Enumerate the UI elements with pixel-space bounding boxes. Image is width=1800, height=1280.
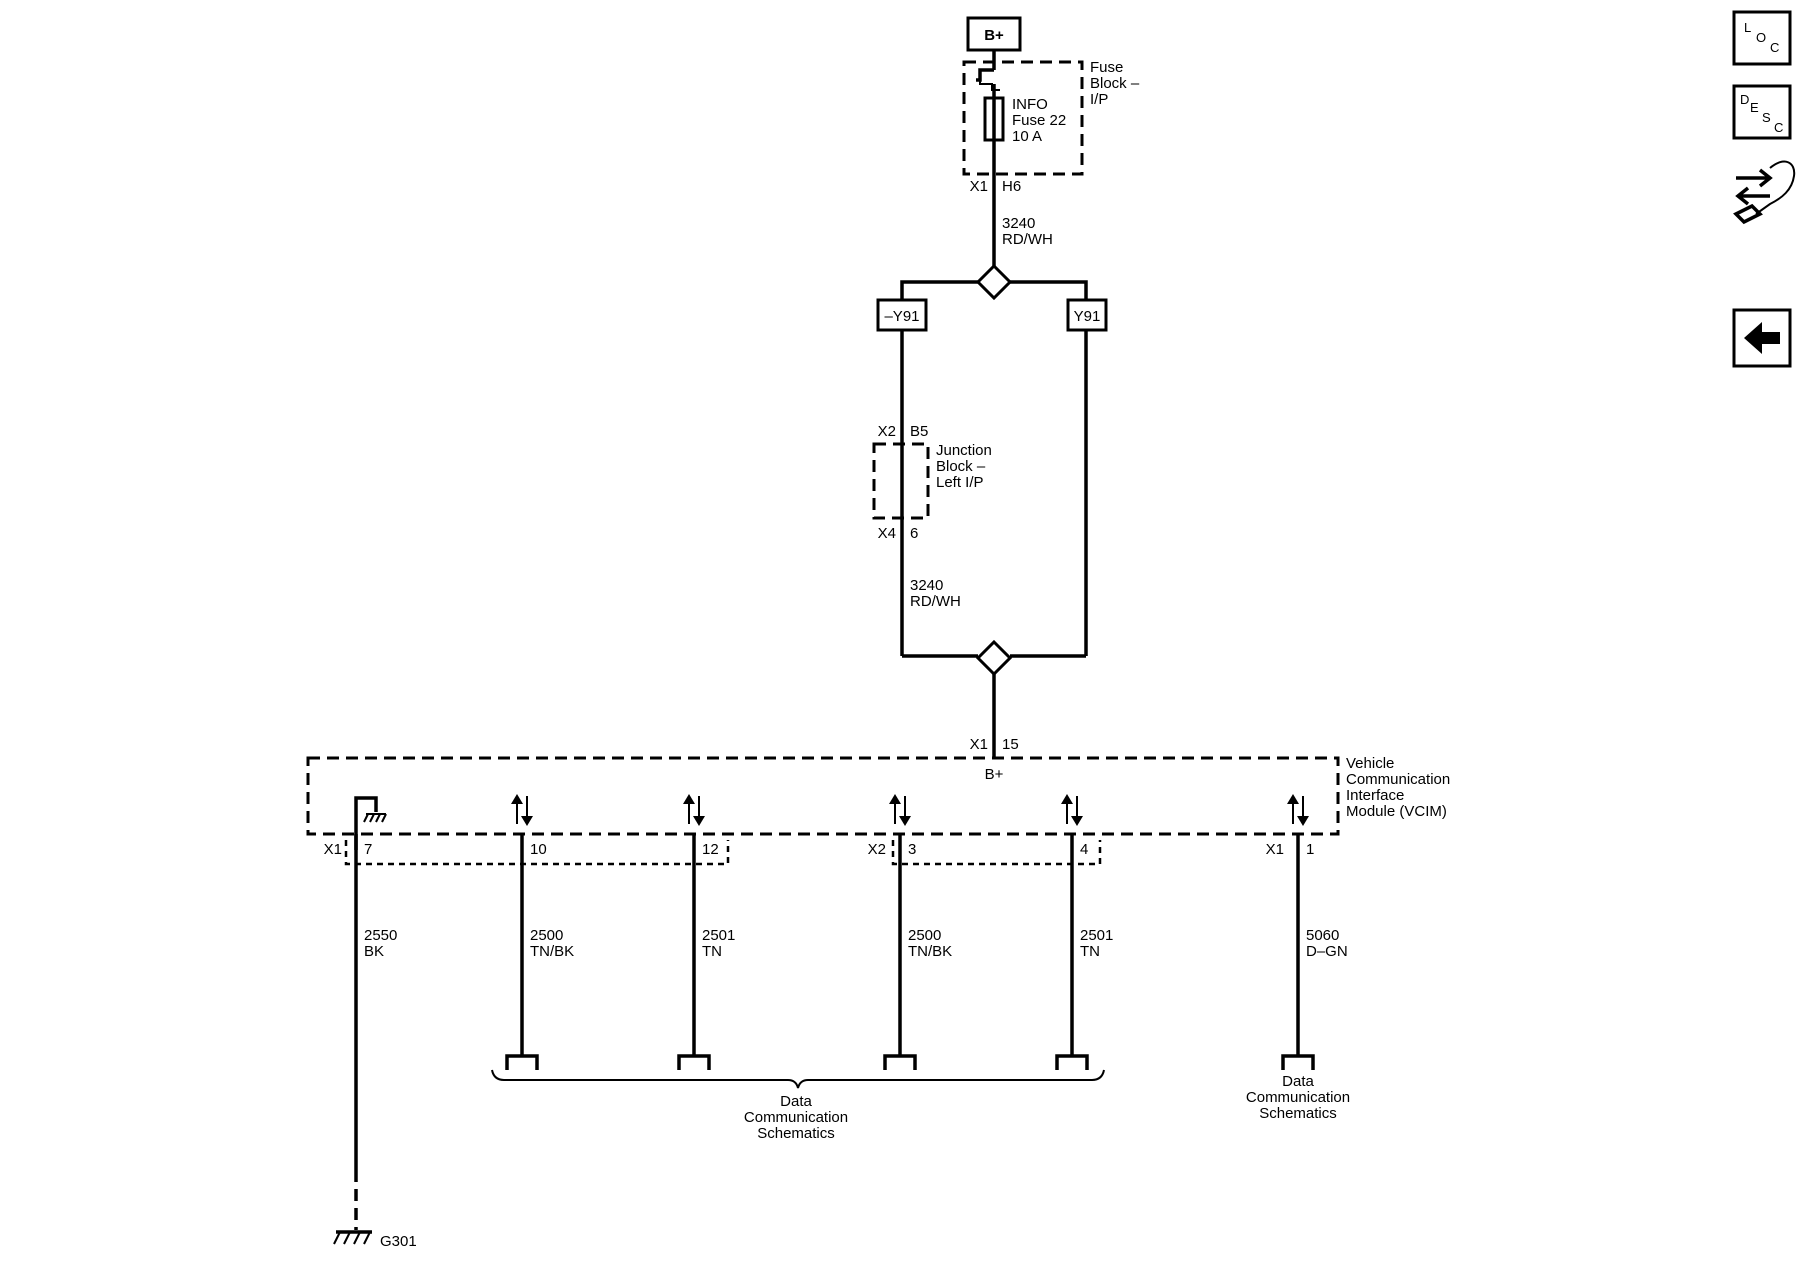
vcim-title-4: Module (VCIM): [1346, 803, 1447, 820]
battery-supply: B+: [966, 16, 1022, 52]
fuse-number: Fuse 22: [1012, 112, 1066, 129]
pin-number-label: 1: [1306, 841, 1314, 858]
description-button-letter-1: D: [1740, 92, 1749, 107]
vcim-title-2: Communication: [1346, 771, 1450, 788]
wire-color-code: D–GN: [1306, 943, 1348, 960]
junction-title-1: Junction: [936, 442, 992, 459]
location-button-letter-2: O: [1756, 30, 1766, 45]
location-button-letter-1: L: [1744, 20, 1751, 35]
pin-number-label: 7: [364, 841, 372, 858]
vcim-supply-pin: 15: [1002, 736, 1019, 753]
schematic-ref-single-line-3[interactable]: Schematics: [1259, 1105, 1337, 1122]
description-button[interactable]: D E S C: [1732, 84, 1792, 140]
option-right-label: Y91: [1074, 308, 1101, 325]
wire-color-code: BK: [364, 943, 384, 960]
fuse-block-pin: H6: [1002, 178, 1021, 195]
fuse-block-connector: X1: [970, 178, 988, 195]
internal-ground-icon: [354, 796, 387, 850]
vcim-module: B+ Vehicle Communication Interface Modul…: [306, 755, 1450, 850]
fuse-block-title-1: Fuse: [1090, 59, 1123, 76]
fuse-block: INFO Fuse 22 10 A Fuse Block – I/P: [962, 59, 1140, 176]
ground-label: G301: [380, 1233, 417, 1250]
wire-circuit-number: 2501: [1080, 927, 1113, 944]
upper-wire-circuit: 3240: [1002, 215, 1035, 232]
wire-color-code: TN/BK: [530, 943, 574, 960]
wire-circuit-number: 2500: [908, 927, 941, 944]
pin-connector-label: X1: [324, 841, 342, 858]
option-left-label: –Y91: [884, 308, 919, 325]
schematic-ref-group-line-2[interactable]: Communication: [744, 1109, 848, 1126]
repair-procedure-icon[interactable]: [1733, 160, 1796, 225]
option-left-box: –Y91: [876, 298, 928, 332]
vcim-title-1: Vehicle: [1346, 755, 1394, 772]
pin-number-label: 12: [702, 841, 719, 858]
ground-icon: [333, 1230, 372, 1245]
pin-number-label: 10: [530, 841, 547, 858]
pin-connector-label: X1: [1266, 841, 1284, 858]
wire-color-code: TN/BK: [908, 943, 952, 960]
pin-connector-label: X2: [868, 841, 886, 858]
vcim-title-3: Interface: [1346, 787, 1404, 804]
wire-circuit-number: 2550: [364, 927, 397, 944]
fuse-name: INFO: [1012, 96, 1048, 113]
junction-block: [872, 442, 930, 520]
option-right-box: Y91: [1066, 298, 1108, 332]
junction-title-2: Block –: [936, 458, 986, 475]
pin-number-label: 4: [1080, 841, 1088, 858]
wire-circuit-number: 2501: [702, 927, 735, 944]
junction-bottom-connector: X4: [878, 525, 896, 542]
bidirectional-arrow-icon: [683, 794, 705, 826]
lower-splice: [975, 639, 1013, 677]
battery-supply-label: B+: [984, 27, 1004, 44]
description-button-letter-2: E: [1750, 100, 1759, 115]
connector-terminal-icon: [1281, 1054, 1315, 1070]
wire-color-code: TN: [1080, 943, 1100, 960]
bidirectional-arrow-icon: [1287, 794, 1309, 826]
bidirectional-arrow-icon: [1061, 794, 1083, 826]
bidirectional-arrow-icon: [889, 794, 911, 826]
schematic-ref-single-line-1[interactable]: Data: [1282, 1073, 1314, 1090]
fuse-block-title-2: Block –: [1090, 75, 1140, 92]
description-button-letter-3: S: [1762, 110, 1771, 125]
connector-terminal-icon: [505, 1054, 539, 1070]
junction-top-pin: B5: [910, 423, 928, 440]
wire-circuit-number: 2500: [530, 927, 563, 944]
fuse-block-title-3: I/P: [1090, 91, 1108, 108]
schematic-ref-group-line-3[interactable]: Schematics: [757, 1125, 835, 1142]
upper-splice: [975, 263, 1013, 301]
junction-top-connector: X2: [878, 423, 896, 440]
lower-wire-circuit: 3240: [910, 577, 943, 594]
junction-bottom-pin: 6: [910, 525, 918, 542]
back-button[interactable]: [1732, 308, 1792, 368]
connector-terminal-icon: [1055, 1054, 1089, 1070]
junction-title-3: Left I/P: [936, 474, 984, 491]
upper-wire-color: RD/WH: [1002, 231, 1053, 248]
bidirectional-arrow-icon: [511, 794, 533, 826]
vcim-supply-connector: X1: [970, 736, 988, 753]
location-button[interactable]: L O C: [1732, 10, 1792, 66]
vcim-supply-label: B+: [985, 766, 1004, 783]
schematic-ref-single-line-2[interactable]: Communication: [1246, 1089, 1350, 1106]
lower-wire-color: RD/WH: [910, 593, 961, 610]
connector-terminal-icon: [677, 1054, 711, 1070]
wire-color-code: TN: [702, 943, 722, 960]
wire-circuit-number: 5060: [1306, 927, 1339, 944]
schematic-ref-bracket: [491, 1069, 1105, 1089]
description-button-letter-4: C: [1774, 120, 1783, 135]
pin-number-label: 3: [908, 841, 916, 858]
fuse-rating: 10 A: [1012, 128, 1042, 145]
schematic-ref-group-line-1[interactable]: Data: [780, 1093, 812, 1110]
back-arrow-icon: [1744, 322, 1780, 354]
connector-terminal-icon: [883, 1054, 917, 1070]
location-button-letter-3: C: [1770, 40, 1779, 55]
